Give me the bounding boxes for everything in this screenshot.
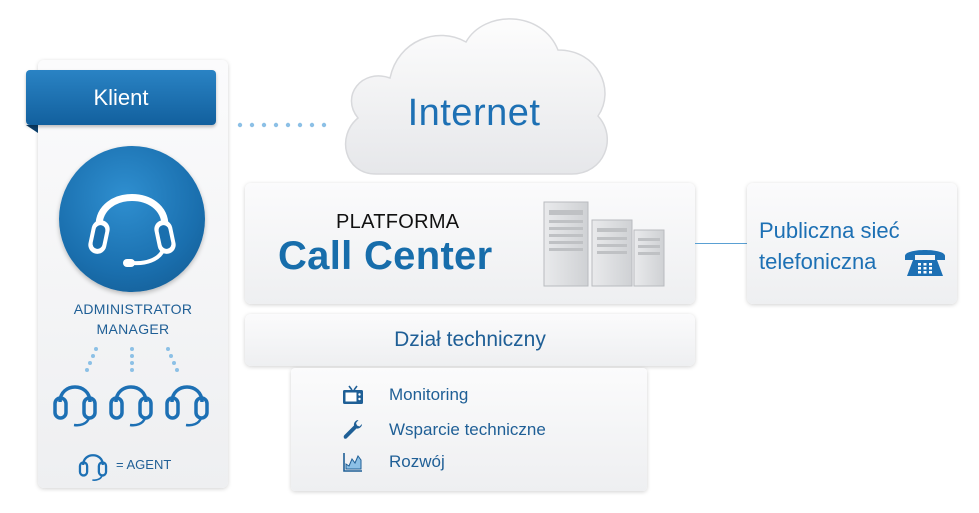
- headset-circle: [59, 146, 205, 292]
- client-tab-fold: [26, 125, 38, 133]
- role-administrator: ADMINISTRATOR: [73, 301, 193, 317]
- tech-item-support: Wsparcie techniczne: [389, 420, 546, 439]
- agent-legend-label: = AGENT: [116, 457, 172, 472]
- tech-item-monitoring: Monitoring: [389, 385, 469, 404]
- platform-subtitle: PLATFORMA: [336, 211, 460, 233]
- agent-legend-headset-icon: [78, 454, 108, 481]
- public-network-line1: Publiczna sieć: [759, 218, 900, 243]
- wrench-icon: [343, 420, 362, 439]
- admin-manager-label: ADMINISTRATOR MANAGER: [38, 299, 228, 339]
- cloud-icon: [344, 18, 608, 175]
- internet-label: Internet: [407, 92, 541, 134]
- agent-headset-icon: [109, 385, 153, 427]
- agent-links: [85, 347, 179, 372]
- tech-item-development: Rozwój: [389, 452, 445, 471]
- agent-headset-icon: [165, 385, 209, 427]
- tv-icon: [343, 385, 363, 404]
- public-network-line2: telefoniczna: [759, 249, 877, 274]
- technical-title: Dział techniczny: [394, 328, 546, 351]
- agent-headset-icon: [53, 385, 97, 427]
- role-manager: MANAGER: [96, 321, 170, 337]
- public-network-label: Publiczna sieć telefoniczna: [759, 215, 900, 277]
- telephone-icon: [905, 250, 945, 276]
- servers-icon: [543, 201, 665, 287]
- client-internet-link: [237, 122, 327, 128]
- client-tab: Klient: [26, 70, 216, 125]
- chart-icon: [343, 453, 362, 472]
- platform-public-link: [695, 243, 747, 244]
- technical-bar: [245, 314, 695, 366]
- headset-icon: [88, 194, 176, 267]
- public-network-panel: [747, 183, 957, 304]
- platform-title: Call Center: [278, 234, 493, 278]
